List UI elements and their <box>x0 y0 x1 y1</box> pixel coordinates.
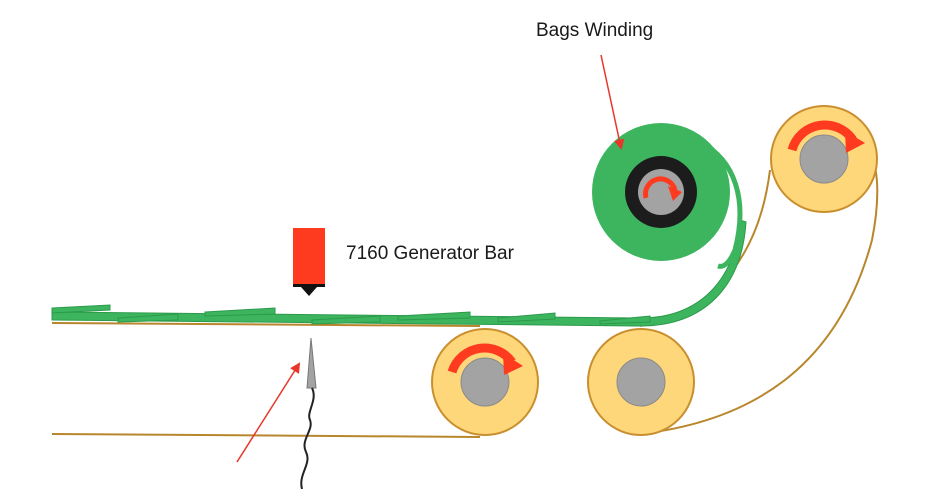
generator-bar <box>293 228 325 296</box>
arrow-icon <box>600 54 625 151</box>
bags-winding-label: Bags Winding <box>536 20 654 41</box>
pointer-arrows <box>236 54 625 463</box>
bag-web <box>51 219 747 327</box>
generator-bar-label: 7160 Generator Bar <box>346 243 514 264</box>
bag-winding-roll <box>592 123 743 269</box>
clockwise-arrow-icon <box>642 176 678 199</box>
roller-bottom-left <box>431 328 539 436</box>
arrow-icon <box>236 362 301 463</box>
roller-bottom-right <box>587 328 695 436</box>
roller-top-right <box>770 105 878 213</box>
grounding-needle-icon <box>300 337 317 489</box>
